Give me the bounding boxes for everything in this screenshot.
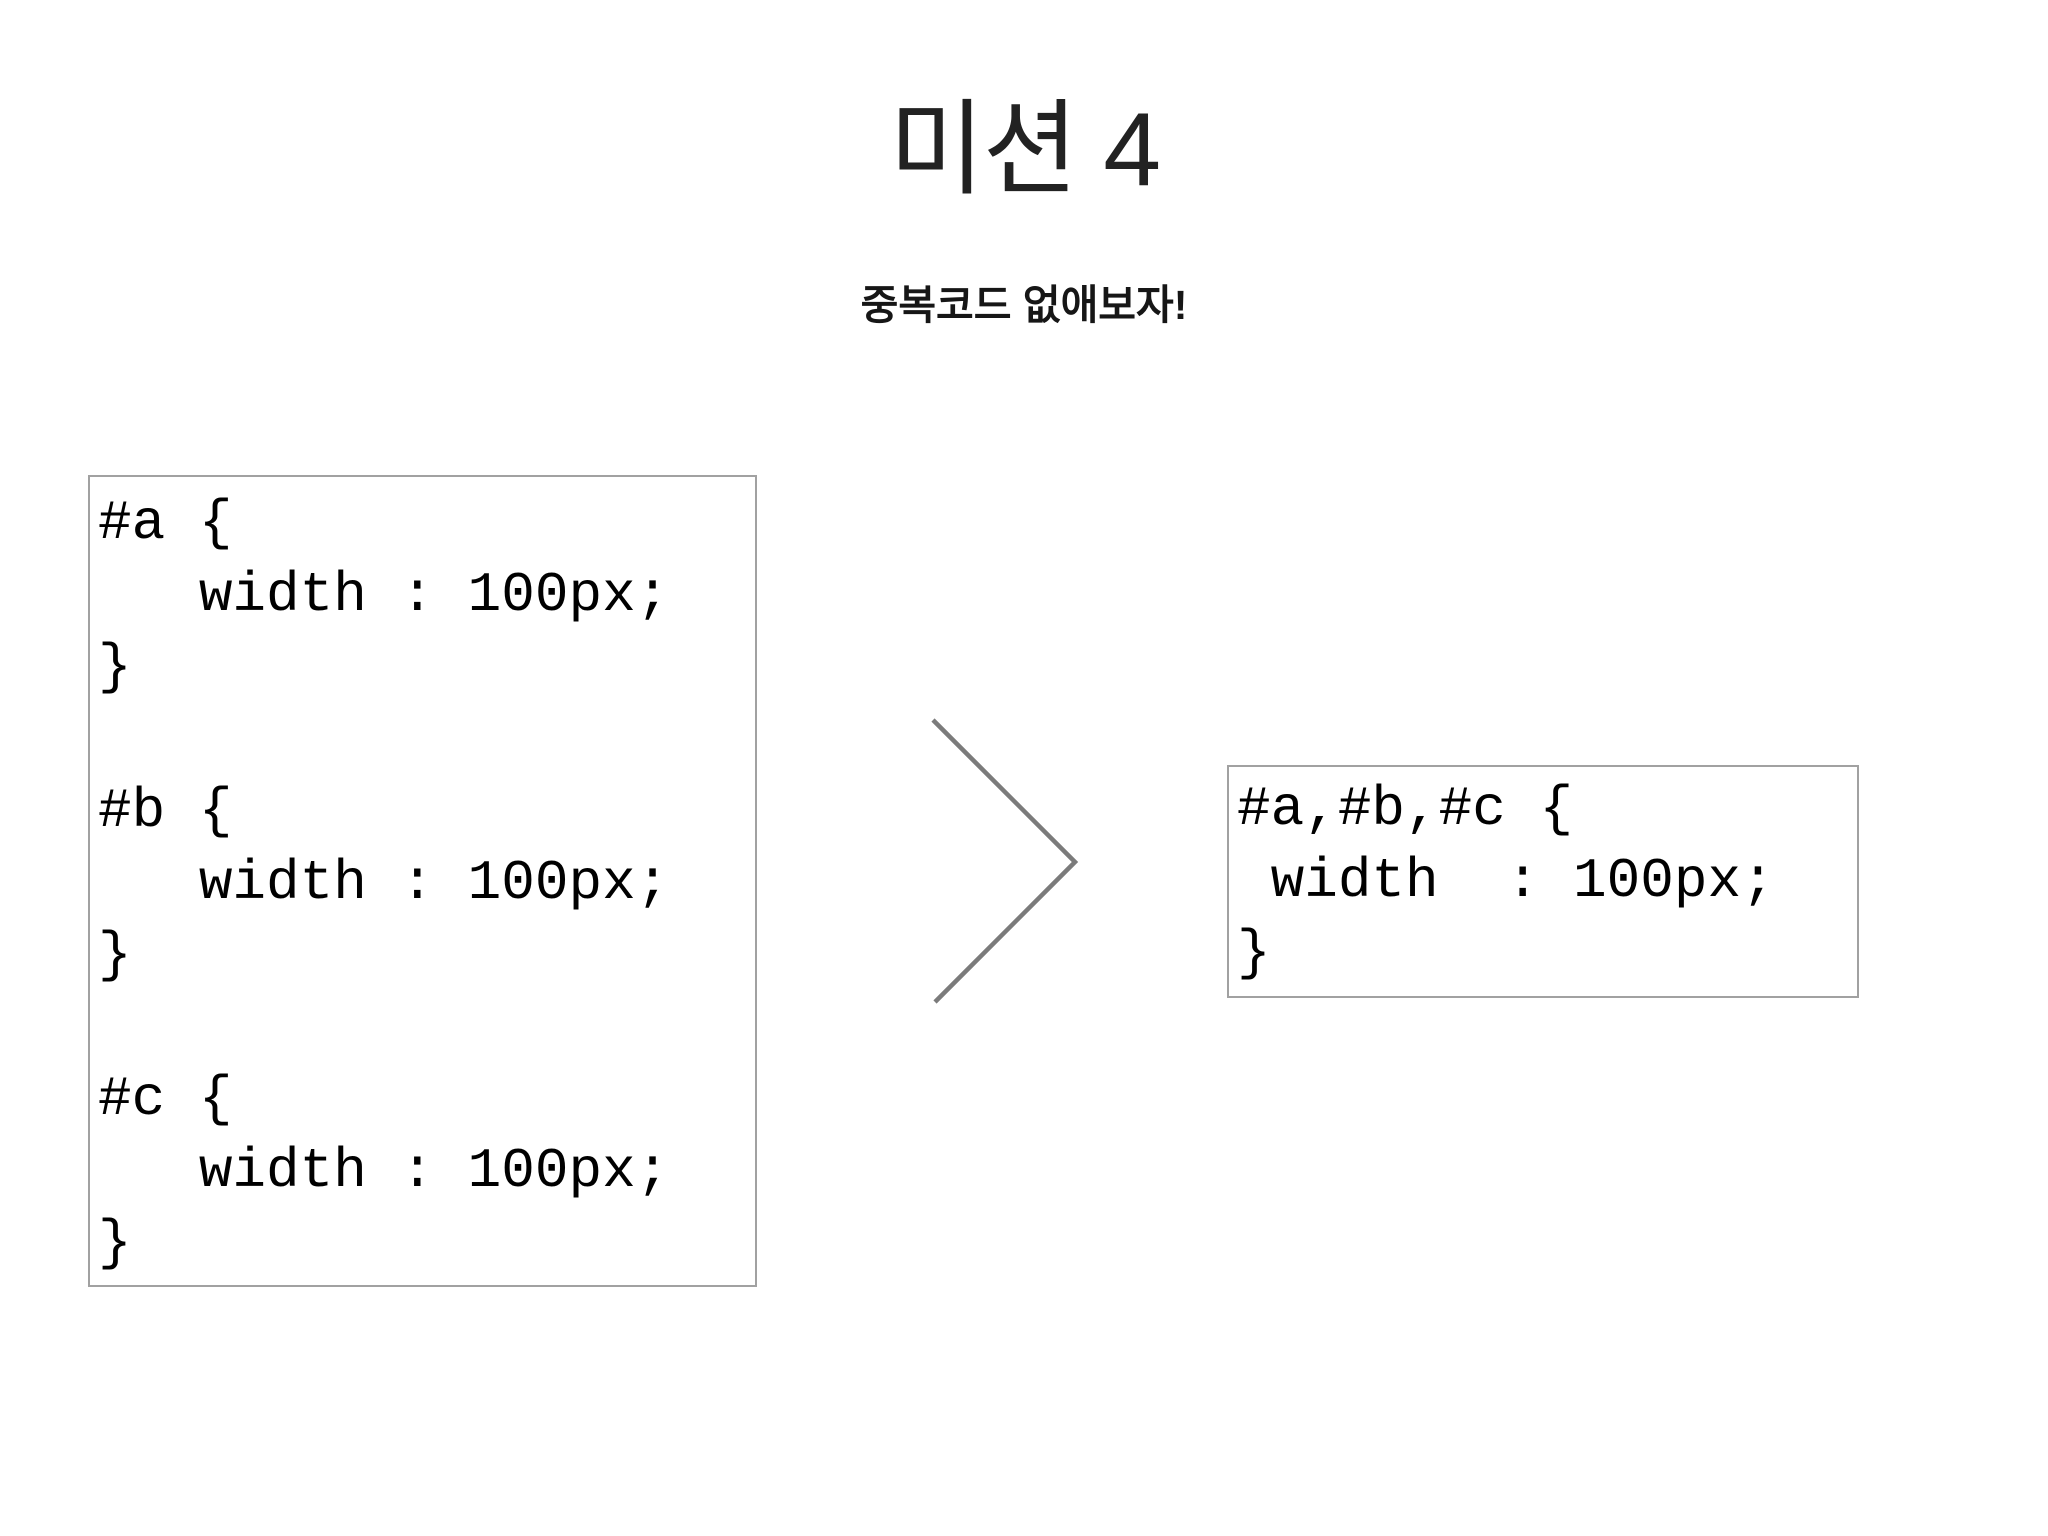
after-code-box: #a,#b,#c { width : 100px; }	[1227, 765, 1859, 998]
slide-title: 미션 4	[888, 92, 1161, 208]
before-code-box: #a { width : 100px; } #b { width : 100px…	[88, 475, 757, 1287]
slide-subtitle: 중복코드 없애보자!	[860, 282, 1188, 328]
chevron-right-icon	[931, 718, 1079, 1004]
